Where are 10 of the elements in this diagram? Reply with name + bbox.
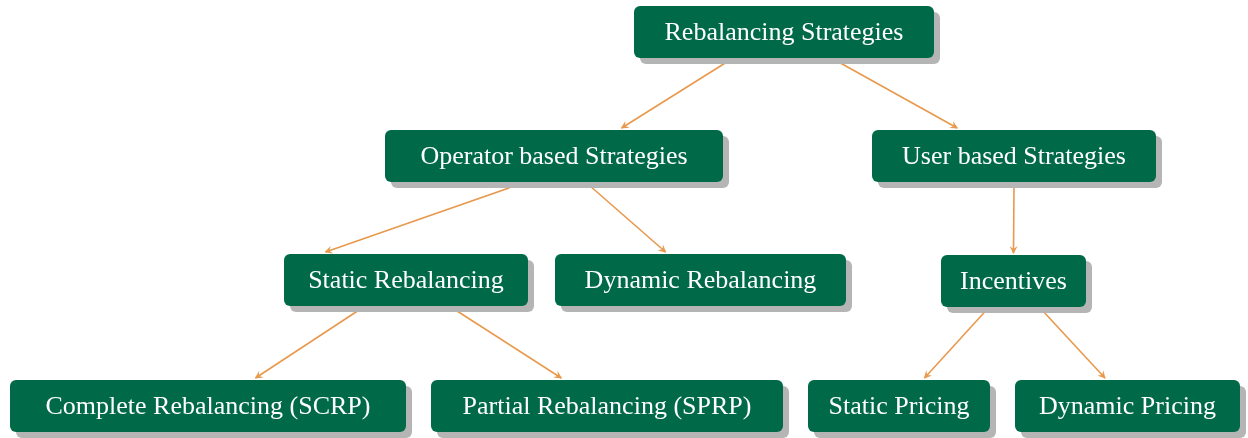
box-label: User based Strategies — [902, 141, 1126, 171]
box-label: Static Rebalancing — [308, 265, 504, 295]
box-label: Rebalancing Strategies — [664, 17, 904, 47]
box-label: Operator based Strategies — [420, 141, 688, 171]
box-label: Complete Rebalancing (SCRP) — [45, 391, 371, 421]
box-label: Dynamic Rebalancing — [584, 265, 817, 295]
box-label: Partial Rebalancing (SPRP) — [462, 391, 752, 421]
box-label: Static Pricing — [828, 391, 970, 421]
box-label: Incentives — [960, 266, 1067, 296]
box-label: Dynamic Pricing — [1039, 391, 1216, 421]
